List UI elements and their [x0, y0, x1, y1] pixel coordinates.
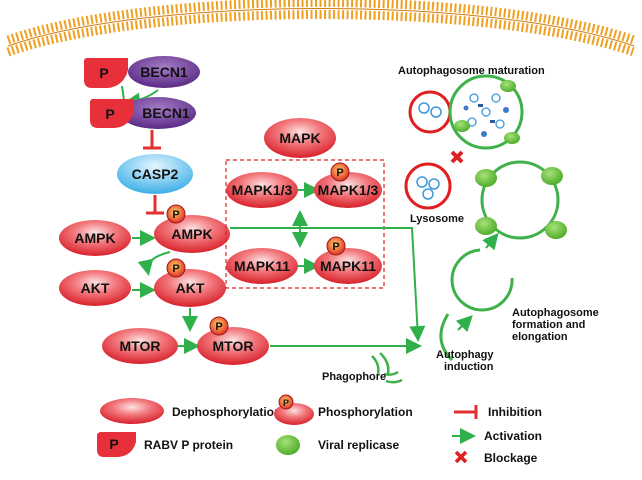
formation-label-2: formation and	[512, 319, 585, 331]
lysosome	[404, 162, 452, 210]
lysosome-label: Lysosome	[410, 213, 464, 225]
phagophore-label: Phagophore	[322, 371, 386, 383]
legend-viral: Viral replicase	[276, 435, 399, 455]
akt-phospho-node: AKT P	[154, 258, 226, 307]
svg-text:P: P	[172, 209, 179, 221]
svg-text:BECN1: BECN1	[142, 105, 190, 121]
mapk13-node: MAPK1/3	[226, 172, 298, 208]
autophagosome-with-replicase	[475, 160, 567, 240]
legend-phos: P Phosphorylation	[274, 394, 413, 425]
mtor-node: MTOR	[102, 328, 178, 364]
svg-text:MAPK11: MAPK11	[234, 258, 290, 274]
formation-label-1: Autophagosome	[512, 307, 599, 319]
cell-membrane	[6, 0, 636, 57]
svg-text:P: P	[336, 167, 343, 179]
svg-text:MTOR: MTOR	[120, 338, 161, 354]
mapk11-phospho-node: MAPK11 P	[314, 236, 382, 284]
induction-label-2: induction	[444, 361, 494, 373]
activation-arrow	[455, 315, 473, 333]
mapk13-phospho-node: MAPK1/3 P	[314, 162, 382, 208]
blockage-icon	[450, 150, 464, 164]
ampk-phospho-node: AMPK P	[154, 204, 230, 253]
svg-text:P: P	[109, 436, 118, 452]
activation-arrow	[137, 251, 171, 276]
svg-text:Dephosphorylation: Dephosphorylation	[172, 405, 281, 419]
formation-label-3: elongation	[512, 331, 568, 343]
svg-text:MAPK1/3: MAPK1/3	[318, 182, 379, 198]
mtor-phospho-node: MTOR P	[197, 316, 269, 365]
svg-text:P: P	[172, 263, 179, 275]
svg-text:Activation: Activation	[484, 429, 542, 443]
svg-text:Viral replicase: Viral replicase	[318, 438, 399, 452]
casp2-node: CASP2	[117, 154, 193, 194]
mapk11-node: MAPK11	[226, 248, 298, 284]
svg-text:P: P	[99, 65, 108, 81]
activation-arrow	[482, 232, 499, 251]
svg-text:P: P	[105, 106, 114, 122]
legend-activation: Activation	[452, 428, 542, 444]
legend-blockage: Blockage	[454, 450, 538, 465]
svg-text:BECN1: BECN1	[140, 64, 188, 80]
svg-text:MAPK: MAPK	[279, 130, 320, 146]
mapk-node: MAPK	[264, 118, 336, 158]
svg-text:AMPK: AMPK	[171, 226, 212, 242]
svg-text:CASP2: CASP2	[132, 166, 179, 182]
svg-text:AKT: AKT	[81, 280, 110, 296]
activation-line	[121, 85, 125, 101]
svg-text:MTOR: MTOR	[213, 338, 254, 354]
mapk-dashed-box	[225, 159, 385, 289]
svg-text:P: P	[215, 321, 222, 333]
svg-text:Phosphorylation: Phosphorylation	[318, 405, 413, 419]
svg-text:P: P	[332, 241, 339, 253]
induction-membrane	[439, 313, 454, 362]
svg-text:P: P	[283, 398, 289, 408]
rabv-p-becn1-complex: P BECN1	[90, 97, 196, 129]
svg-text:AKT: AKT	[176, 280, 205, 296]
ampk-node: AMPK	[59, 220, 131, 256]
legend: Dephosphorylation P Phosphorylation Inhi…	[97, 394, 542, 465]
svg-text:AMPK: AMPK	[74, 230, 115, 246]
maturation-label: Autophagosome maturation	[398, 65, 545, 77]
forming-autophagosome	[450, 248, 514, 312]
svg-text:MAPK1/3: MAPK1/3	[232, 182, 293, 198]
rabv-p-protein-top: P	[84, 58, 128, 88]
inhibition-casp2-ampk	[146, 195, 164, 215]
autolysosome-fusion	[408, 74, 524, 150]
svg-text:RABV P protein: RABV P protein	[144, 438, 233, 452]
phagophore	[371, 352, 403, 384]
legend-rabv: P RABV P protein	[97, 432, 233, 457]
legend-dephos: Dephosphorylation	[100, 398, 281, 424]
legend-inhibition: Inhibition	[454, 405, 542, 419]
svg-text:MAPK11: MAPK11	[320, 258, 376, 274]
becn1-node-top: BECN1	[128, 56, 200, 88]
akt-node: AKT	[59, 270, 131, 306]
induction-label-1: Autophagy	[436, 349, 494, 361]
inhibition-becn1-casp2	[143, 130, 161, 150]
svg-text:Inhibition: Inhibition	[488, 405, 542, 419]
activation-arrow-mapk-induction	[384, 227, 426, 342]
svg-text:Blockage: Blockage	[484, 451, 538, 465]
